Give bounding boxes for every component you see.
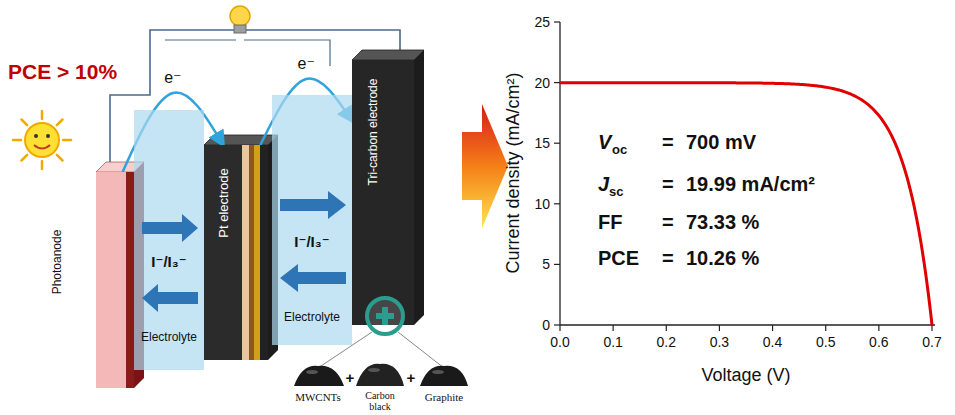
metric-subscript: oc	[612, 143, 627, 157]
material-name: Carbon black	[358, 391, 402, 412]
tick-label: 5	[542, 257, 550, 272]
node-label: Photoanode	[51, 230, 64, 295]
tick-label: 0.0	[550, 335, 569, 350]
metric-name: V	[598, 132, 611, 153]
tick-label: 20	[534, 75, 550, 90]
node-label: Tri-carbon electrode	[367, 79, 380, 186]
material-name: Graphite	[425, 392, 463, 404]
plus-sign: +	[346, 370, 355, 386]
slab-side	[414, 50, 424, 325]
node-sublabel: Electrolyte	[141, 331, 197, 344]
node-label: I⁻/I₃⁻	[294, 234, 329, 251]
metric-name: FF	[598, 212, 622, 233]
plus-sign: +	[407, 370, 416, 386]
metric-subscript: sc	[609, 185, 623, 199]
material-name: MWCNTs	[295, 392, 341, 404]
tick-label: 0.6	[869, 335, 888, 350]
process-arrow	[462, 104, 508, 228]
equals-sign: =	[662, 248, 674, 269]
sun-icon	[13, 111, 71, 169]
tick-label: 0	[542, 318, 550, 333]
equals-sign: =	[662, 174, 674, 195]
tick-label: 10	[534, 196, 550, 211]
pt-electrode-slab: Pt electrode	[204, 145, 268, 360]
tick-label: 0.2	[657, 335, 676, 350]
slab-top	[352, 50, 424, 60]
node-label: I⁻/I₃⁻	[151, 254, 186, 271]
metric-value: 19.99 mA/cm²	[686, 174, 815, 195]
chart-axes	[554, 22, 935, 331]
metric-value: 700 mV	[686, 132, 756, 153]
electron-label: e⁻	[162, 70, 183, 87]
metric-name: PCE	[598, 248, 639, 269]
equals-sign: =	[662, 132, 674, 153]
tick-label: 0.4	[763, 335, 782, 350]
axis-title: Current density (mA/cm²)	[504, 72, 523, 273]
electron-label: e⁻	[295, 56, 316, 73]
tick-label: 15	[534, 136, 550, 151]
tri-carbon-electrode-slab: Tri-carbon electrode	[352, 60, 414, 325]
ion-arrow	[142, 191, 346, 312]
equals-sign: =	[662, 212, 674, 233]
axis-title: Voltage (V)	[701, 366, 790, 385]
jv-curve	[560, 83, 932, 325]
tick-label: 25	[534, 15, 550, 30]
tick-label: 0.1	[603, 335, 622, 350]
node-label: Pt electrode	[217, 168, 231, 237]
electrolyte-panel: I⁻/I₃⁻ Electrolyte	[272, 95, 352, 345]
metric-value: 73.33 %	[686, 212, 759, 233]
tick-label: 0.7	[922, 335, 941, 350]
light-bulb	[230, 6, 250, 33]
electrolyte-panel: I⁻/I₃⁻ Electrolyte	[134, 110, 204, 370]
slab-top	[204, 135, 278, 145]
metric-name: J	[598, 174, 609, 195]
node-sublabel: Electrolyte	[284, 311, 340, 324]
metric-value: 10.26 %	[686, 248, 759, 269]
headline: PCE > 10%	[8, 61, 117, 83]
tick-label: 0.3	[710, 335, 729, 350]
tick-label: 0.5	[816, 335, 835, 350]
add-symbol	[367, 298, 403, 334]
photoanode-slab: Photoanode	[96, 172, 134, 388]
